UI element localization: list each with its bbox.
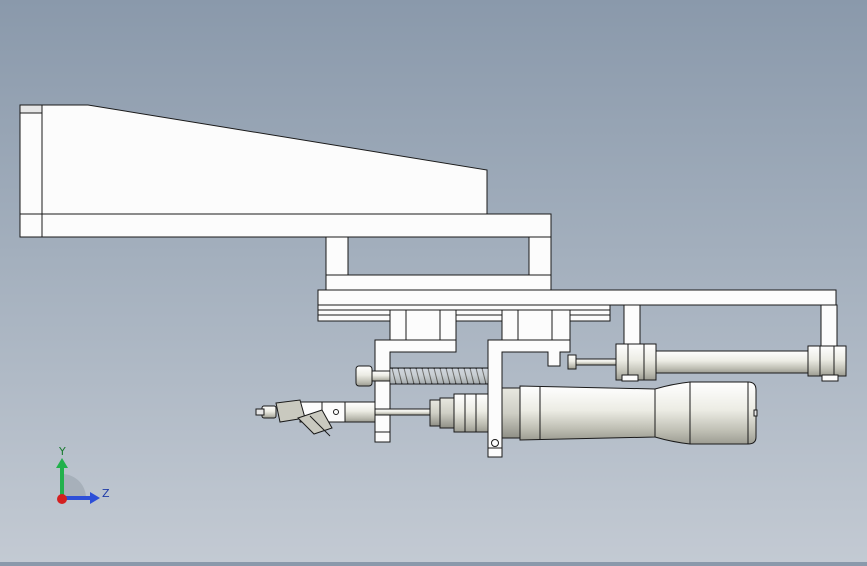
spring-guide [355, 365, 488, 387]
triad-quadrant [62, 474, 86, 498]
gripper-head [255, 399, 346, 437]
x-axis-dot [57, 494, 67, 504]
upper-cylinder [567, 343, 847, 382]
z-axis-label: Z [102, 487, 110, 500]
support-legs [325, 236, 552, 291]
slider-blocks [389, 309, 571, 341]
y-axis-label: Y [58, 445, 66, 458]
axis-triad: Y Z [56, 445, 110, 504]
top-wedge-frame [19, 104, 552, 238]
left-bracket [374, 339, 457, 443]
right-bracket [487, 339, 571, 458]
lower-cylinder-body [344, 381, 758, 445]
